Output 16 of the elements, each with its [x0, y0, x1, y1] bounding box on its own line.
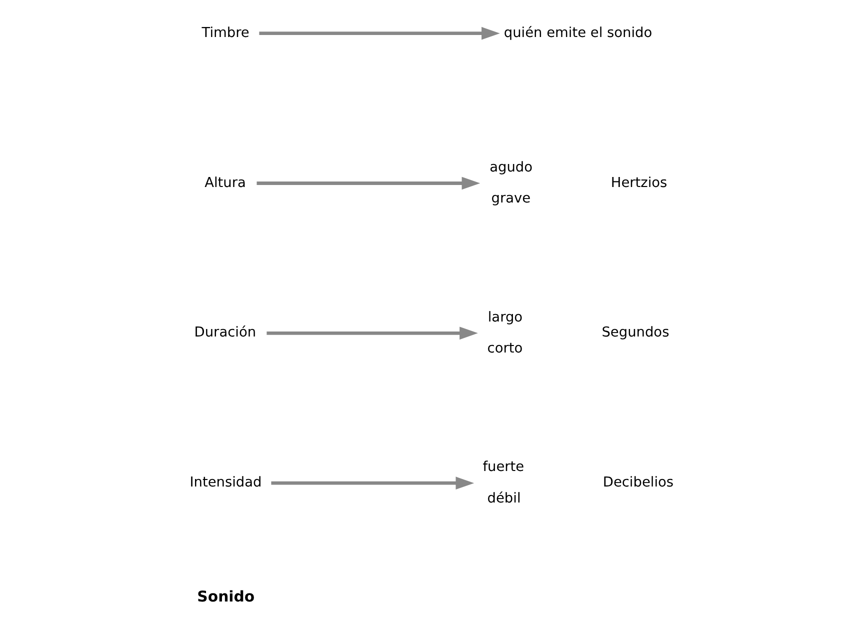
node-label: Decibelios	[602, 474, 674, 491]
node-text: Duración	[194, 324, 256, 341]
node-label: Segundos	[602, 324, 670, 341]
arrow	[259, 26, 500, 40]
node-text: Timbre	[202, 24, 250, 41]
label: Sonido	[197, 587, 255, 606]
arrow	[271, 476, 474, 490]
node-text: largo corto	[487, 309, 523, 357]
node-text: agudo grave	[490, 159, 532, 207]
arrow	[256, 176, 480, 190]
node-text: fuerte débil	[482, 459, 524, 507]
arrow	[266, 326, 478, 340]
node-label: Hertzios	[610, 174, 668, 191]
node-text: quién emite el sonido	[504, 24, 652, 41]
node-text: Altura	[204, 174, 246, 191]
node-text: Intensidad	[190, 474, 262, 491]
